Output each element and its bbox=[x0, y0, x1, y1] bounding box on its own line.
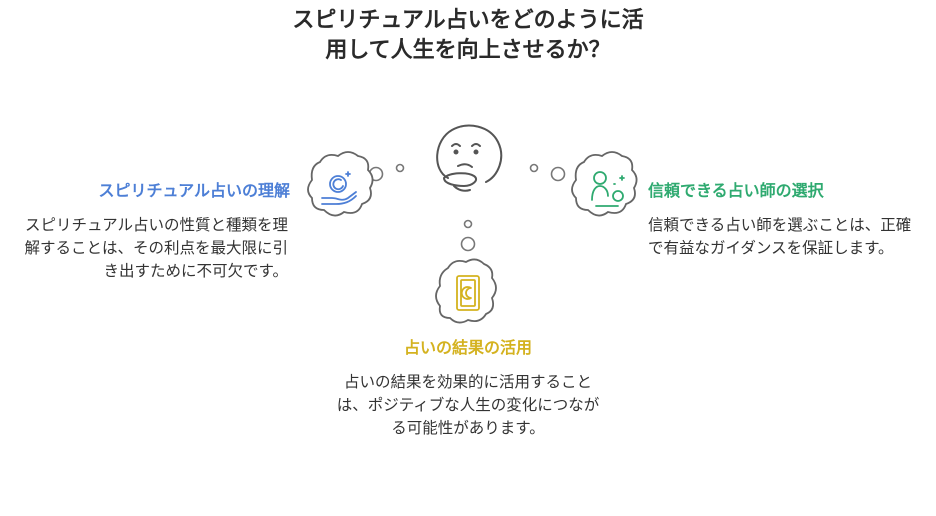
thought-bubble-left bbox=[368, 163, 405, 182]
description-using-results: 占いの結果を効果的に活用することは、ポジティブな人生の変化につながる可能性があり… bbox=[336, 373, 600, 437]
heading-choosing-reader: 信頼できる占い師の選択 bbox=[648, 181, 824, 200]
fortune-teller-icon bbox=[591, 171, 625, 207]
cloud-left bbox=[307, 151, 374, 217]
description-choosing-reader: 信頼できる占い師を選ぶことは、正確で有益なガイダンスを保証します。 bbox=[648, 216, 912, 257]
heading-using-results: 占いの結果の活用 bbox=[403, 338, 532, 357]
crystal-ball-hand-icon bbox=[321, 171, 357, 205]
description-understanding: スピリチュアル占いの性質と種類を理解することは、その利点を最大限に引き出すために… bbox=[24, 216, 288, 280]
tarot-card-icon bbox=[456, 275, 480, 311]
cloud-bottom bbox=[435, 258, 497, 324]
thought-bubble-bottom bbox=[460, 219, 476, 252]
thinking-face-icon bbox=[436, 124, 503, 192]
heading-understanding: スピリチュアル占いの理解 bbox=[98, 181, 290, 200]
page-title: スピリチュアル占いをどのように活用して人生を向上させるか？ bbox=[292, 8, 644, 63]
thought-bubble-right bbox=[529, 163, 566, 182]
cloud-right bbox=[571, 151, 638, 217]
